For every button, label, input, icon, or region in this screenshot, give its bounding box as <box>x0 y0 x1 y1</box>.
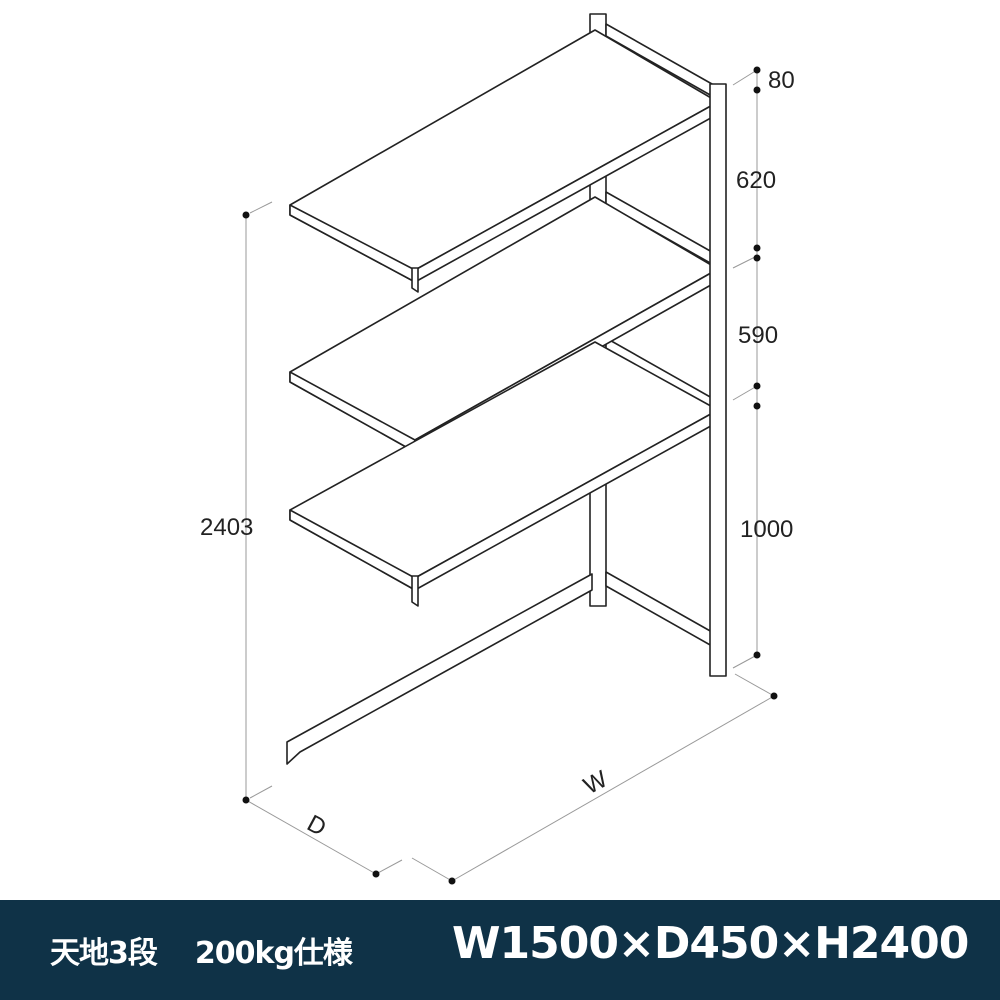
dimension-lines <box>245 69 775 882</box>
load-label: 200kg仕様 <box>194 936 353 971</box>
front-post <box>709 83 727 677</box>
spec-footer: 天地3段 200kg仕様 W1500×D450×H2400 <box>0 900 1000 1000</box>
spec-text: 天地3段 200kg仕様 <box>50 928 390 972</box>
top-gap-label: 80 <box>768 67 795 94</box>
upper-gap-label: 620 <box>736 167 776 194</box>
tiers-label: 天地3段 <box>50 936 158 971</box>
shelf-diagram: 2403 80 620 590 1000 W D <box>200 13 795 885</box>
crossbar <box>605 571 713 647</box>
bottom-beam <box>286 573 593 765</box>
depth-label: D <box>303 810 331 842</box>
width-label: W <box>579 765 612 800</box>
total-height-label: 2403 <box>200 514 253 541</box>
shelf-bottom <box>289 341 719 607</box>
lower-gap-label: 1000 <box>740 516 793 543</box>
shelf-top <box>289 29 719 293</box>
middle-gap-label: 590 <box>738 322 778 349</box>
size-label: W1500×D450×H2400 <box>452 918 969 969</box>
dimension-dots <box>242 66 778 885</box>
